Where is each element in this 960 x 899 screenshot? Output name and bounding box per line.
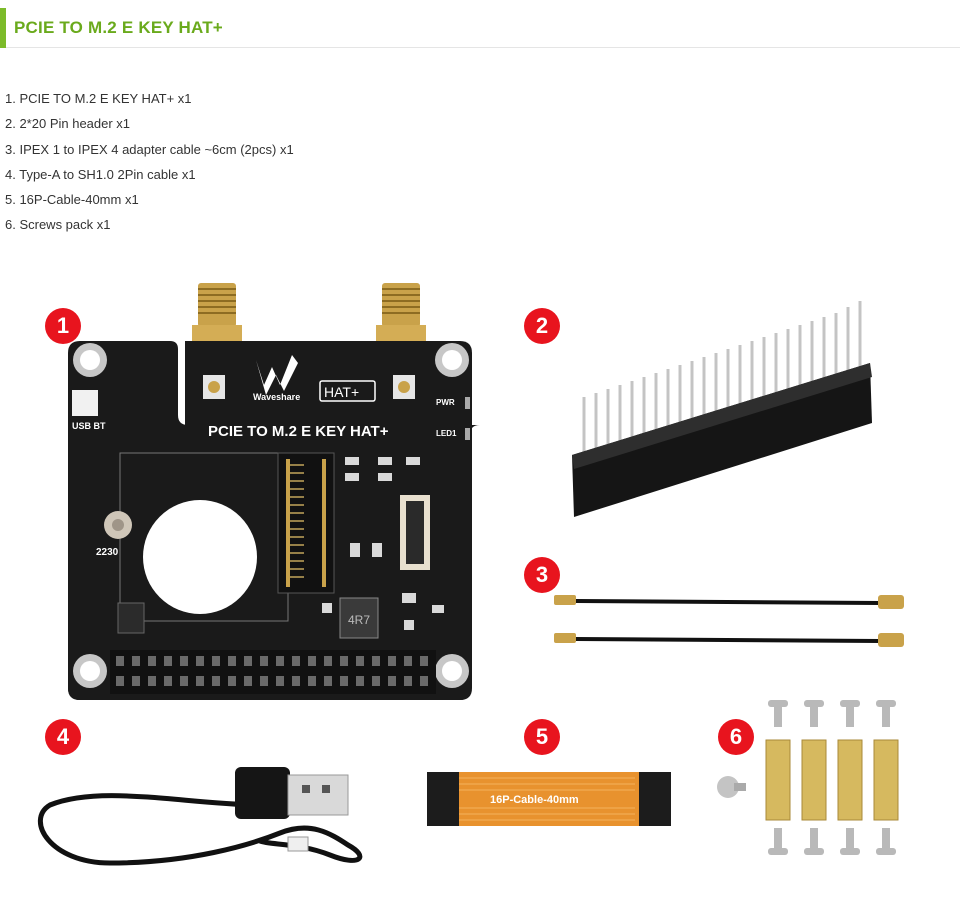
pwr-label: PWR [436,398,455,407]
pin-header-image [572,301,872,517]
header-pins [582,301,862,455]
badge-4: 4 [45,719,81,755]
badge-3: 3 [524,557,560,593]
board-title: PCIE TO M.2 E KEY HAT+ [208,423,389,440]
usb-bt-label: USB BT [72,421,106,431]
badge-1: 1 [45,308,81,344]
standoff-screw [104,511,132,539]
screw-bottom-row [768,828,896,855]
badge-2: 2 [524,308,560,344]
section-header: PCIE TO M.2 E KEY HAT+ [0,8,960,48]
screws-pack-image [717,700,899,855]
ipex-cables-image [554,595,904,647]
screw-top-row [768,700,896,727]
ipex-cable [554,633,904,647]
sh10-connector [287,836,309,852]
size-label: 2230 [96,547,119,558]
ribbon-cable-image: 16P-Cable-40mm [427,772,671,826]
loose-screw [717,776,746,798]
sma-connector-left [192,283,242,361]
list-item: 3. IPEX 1 to IPEX 4 adapter cable ~6cm (… [5,141,294,157]
section-title: PCIE TO M.2 E KEY HAT+ [14,18,223,37]
header-housing [572,363,872,517]
brass-standoffs [765,739,899,821]
mounting-hole [435,654,469,688]
list-item: 2. 2*20 Pin header x1 [5,116,131,132]
waveshare-logo: Waveshare [253,355,300,402]
gpio-header [110,650,436,694]
led1-label: LED1 [436,429,457,438]
fpc-connector [400,495,430,570]
mounting-hole [435,343,469,377]
cutout-hole [143,500,257,614]
list-item: 6. Screws pack x1 [5,217,111,233]
ribbon-label: 16P-Cable-40mm [490,794,579,806]
header-accent-bar [0,8,6,48]
list-item: 1. PCIE TO M.2 E KEY HAT+ x1 [5,91,192,106]
mounting-hole [73,343,107,377]
package-content-list: 1. PCIE TO M.2 E KEY HAT+ x1 2. 2*20 Pin… [5,86,294,238]
mounting-hole [73,654,107,688]
badge-5: 5 [524,719,560,755]
usb-a-plug [235,767,349,819]
hat-label: HAT+ [324,384,359,400]
brand-label: Waveshare [253,392,300,402]
ipex-cable [554,595,904,609]
header-divider [6,47,960,48]
hat-board-image: USB BT Waveshare HAT+ PWR LED1 PCIE TO M… [68,283,480,700]
badge-6: 6 [718,719,754,755]
m2-e-key-slot [277,452,335,594]
svg-text:4R7: 4R7 [348,613,370,627]
list-item: 5. 16P-Cable-40mm x1 [5,192,139,208]
inductor: 4R7 [339,597,379,639]
usb-cable-image [37,767,363,866]
list-item: 4. Type-A to SH1.0 2Pin cable x1 [5,166,196,182]
